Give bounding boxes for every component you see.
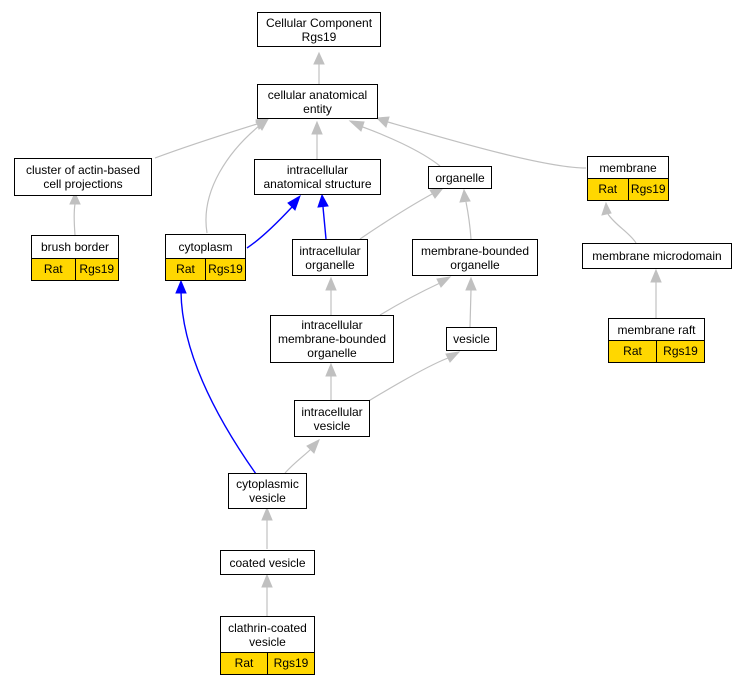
edge-md-mem <box>607 213 637 244</box>
gene-cell: Rgs19 <box>267 653 314 674</box>
edge-cabcp-cae <box>154 123 258 159</box>
arrowhead-icon <box>313 51 325 65</box>
arrowhead-icon <box>650 268 662 283</box>
node-label: coated vesicle <box>229 555 306 570</box>
node-coated-vesicle[interactable]: coated vesicle <box>220 550 315 575</box>
edge-io-org <box>359 193 433 240</box>
node-cellular-anatomical-entity[interactable]: cellular anatomical entity <box>257 84 378 119</box>
node-organelle[interactable]: organelle <box>428 166 492 189</box>
edge-iv-ves <box>366 357 449 403</box>
arrowhead-icon <box>261 506 273 521</box>
edge-cyt-ias <box>246 206 293 249</box>
node-label: intracellular anatomical structure <box>263 163 372 191</box>
node-label: cytoplasmic vesicle <box>236 477 299 505</box>
node-membrane-bounded-organelle[interactable]: membrane-bounded organelle <box>412 239 538 276</box>
annotation-row: Rat Rgs19 <box>32 258 118 280</box>
node-label: membrane raft <box>617 322 696 337</box>
arrowhead-icon <box>445 351 461 363</box>
species-cell: Rat <box>43 262 63 276</box>
blue-edges <box>180 206 327 475</box>
node-label: cellular anatomical entity <box>267 87 368 116</box>
arrowhead-icon <box>429 187 445 199</box>
gene-cell: Rgs19 <box>74 259 119 280</box>
annotation-row: Rat Rgs19 <box>221 652 314 674</box>
node-label: cluster of actin-based cell projections <box>25 163 141 191</box>
edge-cv-iv <box>284 448 312 474</box>
gene-cell: Rgs19 <box>656 341 704 362</box>
node-cytoplasmic-vesicle[interactable]: cytoplasmic vesicle <box>228 473 307 509</box>
node-label: intracellular vesicle <box>301 404 363 433</box>
node-membrane-microdomain[interactable]: membrane microdomain <box>582 243 732 269</box>
species-cell: Rat <box>623 344 642 358</box>
annotation-row: Rat Rgs19 <box>588 178 668 200</box>
annotation-row: Rat Rgs19 <box>166 258 245 280</box>
arrowhead-icon <box>325 276 337 291</box>
edge-imbo-mbo <box>379 282 441 316</box>
edge-cv-cyt <box>180 291 257 475</box>
arrowhead-icon <box>69 191 81 205</box>
gray-edges <box>73 64 657 616</box>
arrowhead-icon <box>261 573 273 588</box>
species-cell: Rat <box>598 182 618 196</box>
node-label: membrane-bounded organelle <box>420 243 530 272</box>
edge-mem-cae <box>387 121 587 169</box>
species-cell: Rat <box>234 656 254 670</box>
node-label: membrane microdomain <box>592 249 722 263</box>
node-cytoplasm[interactable]: cytoplasm Rat Rgs19 <box>165 234 246 281</box>
arrowhead-icon <box>375 116 390 128</box>
edge-cyt-cae <box>205 125 260 234</box>
arrowhead-icon <box>465 276 477 291</box>
gene-cell: Rgs19 <box>627 179 669 200</box>
node-intracellular-vesicle[interactable]: intracellular vesicle <box>294 400 370 437</box>
gene-cell: Rgs19 <box>205 259 245 280</box>
arrowhead-icon <box>255 118 269 131</box>
gray-arrowheads <box>69 51 662 588</box>
species-cell: Rat <box>176 262 195 276</box>
node-intracellular-organelle[interactable]: intracellular organelle <box>292 239 368 276</box>
arrowhead-icon <box>317 193 329 208</box>
node-vesicle[interactable]: vesicle <box>446 327 497 351</box>
node-intracellular-membrane-bounded-organelle[interactable]: intracellular membrane-bounded organelle <box>270 315 394 363</box>
arrowhead-icon <box>348 120 365 132</box>
arrowhead-icon <box>287 194 301 211</box>
node-intracellular-anatomical-structure[interactable]: intracellular anatomical structure <box>254 159 381 195</box>
node-label: intracellular membrane-bounded organelle <box>277 318 387 360</box>
node-cluster-of-actin-based-cell-projections[interactable]: cluster of actin-based cell projections <box>14 158 152 196</box>
annotation-row: Rat Rgs19 <box>609 340 704 362</box>
node-clathrin-coated-vesicle[interactable]: clathrin-coated vesicle Rat Rgs19 <box>220 616 315 675</box>
edge-io-ias <box>322 206 327 240</box>
node-label: organelle <box>435 170 485 185</box>
arrowhead-icon <box>459 188 471 203</box>
arrowhead-icon <box>436 276 452 288</box>
node-label: brush border <box>40 240 110 254</box>
arrowhead-icon <box>601 201 612 216</box>
blue-arrowheads <box>175 193 329 294</box>
arrowhead-icon <box>311 120 323 135</box>
node-membrane[interactable]: membrane Rat Rgs19 <box>587 156 669 201</box>
node-label: vesicle <box>453 332 490 346</box>
node-label: membrane <box>599 160 657 175</box>
edge-bb-cabcp <box>73 203 76 236</box>
node-brush-border[interactable]: brush border Rat Rgs19 <box>31 235 119 281</box>
node-label: cytoplasm <box>178 239 233 254</box>
arrowhead-icon <box>306 438 320 454</box>
arrowhead-icon <box>325 362 337 377</box>
node-label: clathrin-coated vesicle <box>228 620 307 649</box>
edge-ves-mbo <box>469 289 472 328</box>
arrowhead-icon <box>175 279 187 294</box>
edge-mbo-org <box>465 201 472 240</box>
node-membrane-raft[interactable]: membrane raft Rat Rgs19 <box>608 318 705 363</box>
node-label: intracellular organelle <box>299 243 361 272</box>
node-label: Cellular Component Rgs19 <box>265 15 373 44</box>
edge-org-cae <box>359 125 441 167</box>
node-cellular-component[interactable]: Cellular Component Rgs19 <box>257 12 381 47</box>
